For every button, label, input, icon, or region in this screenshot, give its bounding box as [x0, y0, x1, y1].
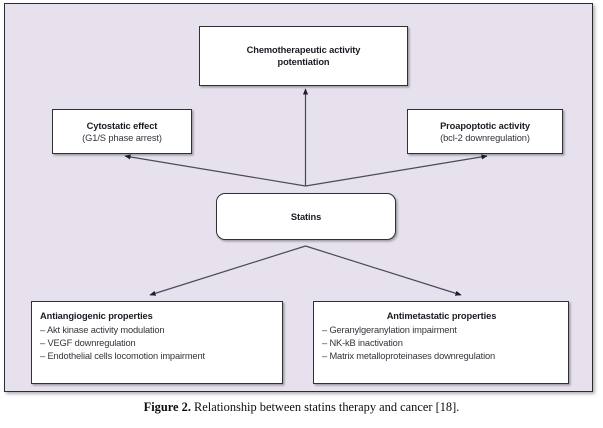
node-title: Proapoptotic activity [440, 120, 530, 131]
node-proapoptotic-activity: Proapoptotic activity (bcl-2 downregulat… [407, 109, 563, 154]
node-subtitle: (bcl-2 downregulation) [440, 132, 530, 143]
node-title: Cytostatic effect [86, 120, 158, 131]
node-title-line2: potentiation [277, 57, 330, 67]
node-subtitle: (G1/S phase arrest) [82, 132, 162, 143]
list-item: – NK-kB inactivation [322, 338, 403, 348]
list-item: – Geranylgeranylation impairment [322, 325, 457, 335]
node-heading: Antimetastatic properties [386, 311, 497, 321]
list-item: – Matrix metalloproteinases downregulati… [322, 351, 496, 361]
arrow-statins-to-cytostatic [124, 154, 306, 187]
list-item: – VEGF downregulation [40, 338, 136, 348]
node-title: Statins [290, 211, 322, 222]
figure-caption-text: Relationship between statins therapy and… [190, 400, 460, 414]
arrow-statins-to-proapoptotic [305, 154, 488, 187]
figure-caption-label: Figure 2. [143, 400, 191, 414]
arrow-statins-to-antimetastatic [305, 245, 462, 296]
node-title-line1: Chemotherapeutic activity [246, 45, 361, 55]
arrow-statins-to-antiangiogenic [149, 245, 306, 296]
list-item: – Akt kinase activity modulation [40, 325, 165, 335]
figure-caption: Figure 2. Relationship between statins t… [0, 400, 603, 415]
node-antiangiogenic-properties: Antiangiogenic properties – Akt kinase a… [31, 301, 283, 384]
node-chemotherapeutic-activity-potentiation: Chemotherapeutic activity potentiation [199, 26, 408, 86]
list-item: – Endothelial cells locomotion impairmen… [40, 351, 205, 361]
node-antimetastatic-properties: Antimetastatic properties – Geranylgeran… [313, 301, 569, 384]
node-statins: Statins [216, 193, 396, 240]
node-cytostatic-effect: Cytostatic effect (G1/S phase arrest) [52, 109, 192, 154]
diagram-panel: Chemotherapeutic activity potentiation C… [4, 3, 593, 392]
node-heading: Antiangiogenic properties [40, 311, 153, 321]
